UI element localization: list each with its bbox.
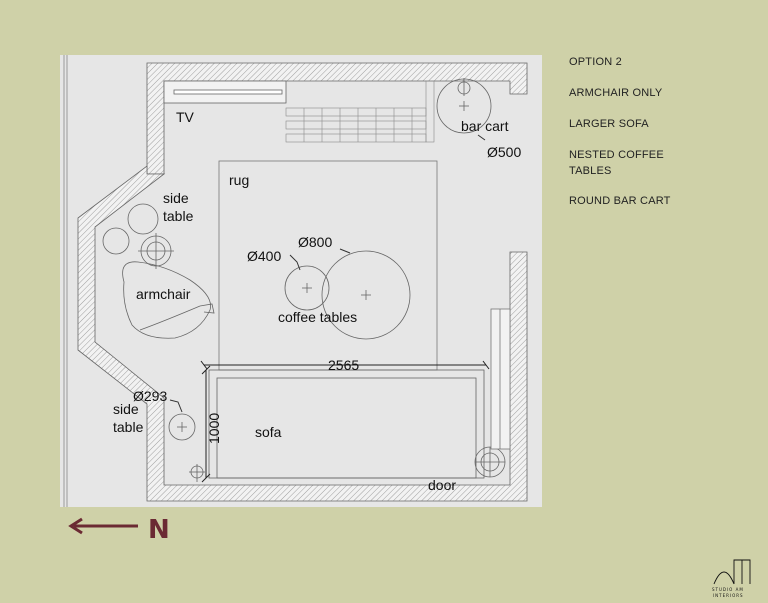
logo-line2: INTERIORS [713, 593, 744, 598]
sofa-depth-label: 1000 [206, 413, 222, 444]
coffee-small-leader [289, 254, 301, 271]
note-armchair: ARMCHAIR ONLY [569, 87, 663, 99]
coffee-tables-label: coffee tables [278, 309, 357, 325]
coffee-large-dimension: Ø800 [298, 234, 332, 250]
armchair [122, 261, 215, 339]
armchair-label: armchair [136, 286, 191, 302]
logo-line1: STUDIO AM [712, 587, 744, 592]
side-table-bottom-leader [169, 399, 183, 413]
side-table-bottom-dimension: Ø293 [133, 388, 167, 404]
sofa-width-dimension [200, 360, 490, 370]
note-sofa: LARGER SOFA [569, 118, 649, 130]
side-table-bottom-label-line1: side [113, 401, 139, 417]
bar-cart-leader [477, 134, 486, 141]
sofa [208, 369, 485, 479]
coffee-small-dimension: Ø400 [247, 248, 281, 264]
floor-lamp-right [474, 446, 506, 478]
plan-sheet [60, 55, 542, 507]
sofa-depth-dimension [201, 365, 211, 483]
side-table-top [102, 203, 174, 269]
door [490, 308, 511, 450]
walls [77, 62, 528, 502]
studio-logo: STUDIO AM INTERIORS [712, 559, 751, 598]
bar-cart-label: bar cart [461, 118, 509, 134]
rug-label: rug [229, 172, 249, 188]
door-label: door [428, 477, 456, 493]
sofa-label: sofa [255, 424, 282, 440]
side-table-top-label-line1: side [163, 190, 189, 206]
note-bar-cart: ROUND BAR CART [569, 195, 671, 207]
north-arrow: N [68, 515, 170, 545]
side-table-bottom-label-line2: table [113, 419, 144, 435]
coffee-large-leader [339, 248, 351, 254]
sofa-width-label: 2565 [328, 357, 359, 373]
bar-cart [436, 78, 492, 134]
note-option: OPTION 2 [569, 56, 622, 68]
side-table-top-label-line2: table [163, 208, 194, 224]
north-label: N [148, 515, 170, 545]
note-coffee-line2: TABLES [569, 165, 612, 177]
tv-unit [163, 80, 287, 104]
wall-cabinet [285, 80, 435, 143]
tv-label: TV [176, 109, 195, 125]
bar-cart-dimension: Ø500 [487, 144, 521, 160]
coffee-tables [284, 250, 411, 340]
floor-lamp-left [189, 464, 205, 482]
side-table-bottom [168, 413, 196, 441]
note-coffee-line1: NESTED COFFEE [569, 149, 664, 161]
